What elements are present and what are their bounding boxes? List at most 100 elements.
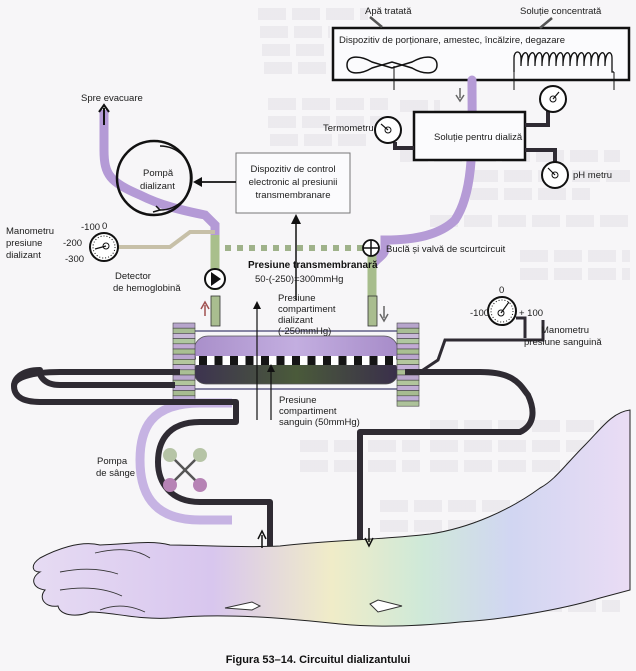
dialysate-pump-label-1: Pompă xyxy=(143,168,174,179)
header-stripe xyxy=(396,338,420,345)
membrane-pore xyxy=(323,356,331,365)
venous-blood-line xyxy=(357,369,536,607)
blood-pressure-label-3: sanguin (50mmHg) xyxy=(279,417,360,428)
dialyzer-right-header xyxy=(396,322,420,407)
header-stripe xyxy=(172,379,196,386)
header-stripe xyxy=(396,385,420,391)
pump-roller xyxy=(163,448,177,462)
sensor-to-control-arrow-icon xyxy=(291,214,301,224)
dialysate-manometer-label-3: dializant xyxy=(6,250,41,261)
header-stripe xyxy=(172,338,196,345)
to-drain-label: Spre evacuare xyxy=(81,93,143,104)
header-stripe xyxy=(172,333,196,339)
dialysate-pump-icon xyxy=(115,139,193,217)
membrane-pore xyxy=(354,356,362,365)
control-device-label-2: electronic al presiunii xyxy=(249,177,338,188)
header-stripe xyxy=(172,374,196,381)
bypass-valve-label: Buclă și valvă de scurtcircuit xyxy=(386,244,506,255)
membrane-pore xyxy=(307,356,316,365)
mixing-device-label: Dispozitiv de porționare, amestec, încăl… xyxy=(339,35,565,46)
control-device-label-1: Dispozitiv de control xyxy=(250,164,335,175)
blood-pump-housing xyxy=(135,398,232,525)
membrane-pore xyxy=(276,356,285,365)
dialysate-manometer-label-1: Manometru xyxy=(6,226,54,237)
membrane-pore xyxy=(214,356,223,365)
treated-water-label: Apă tratată xyxy=(365,6,412,17)
hemoglobin-detector: Detector de hemoglobină xyxy=(113,268,226,294)
hemoglobin-detector-label-1: Detector xyxy=(115,271,151,282)
hand-fingers xyxy=(59,549,151,613)
dialysate-manometer-label-2: presiune xyxy=(6,238,42,249)
membrane-pore xyxy=(230,356,238,365)
blood-gauge-tick-neg100: -100 xyxy=(470,308,489,319)
dialysate-gauge-tick-neg300: -300 xyxy=(65,254,84,265)
dialysate-pump-label-2: dializant xyxy=(140,181,175,192)
header-stripe xyxy=(172,385,196,391)
membrane-pore xyxy=(245,356,254,365)
mixing-device: Dispozitiv de porționare, amestec, încăl… xyxy=(331,26,631,90)
blood-pump-label-2: de sânge xyxy=(96,468,135,479)
control-to-pump-arrow-icon xyxy=(193,177,202,187)
arm-outline xyxy=(32,409,631,627)
blood-manometer: 0 -100 + 100 Manometru presiune sanguină xyxy=(470,285,602,348)
membrane-pore xyxy=(385,356,393,365)
header-stripe xyxy=(396,348,420,355)
blood-pump: Pompa de sânge xyxy=(96,448,207,492)
heater-coil-icon xyxy=(513,51,614,73)
dialysis-solution-unit: Soluție pentru dializă Termometru pH met… xyxy=(323,85,612,189)
blood-pressure-label-1: Presiune xyxy=(279,395,317,406)
membrane-pore xyxy=(199,356,207,365)
header-stripe xyxy=(172,353,196,360)
venous-flow-arrow-icon xyxy=(364,528,374,548)
header-stripe xyxy=(396,395,420,402)
ph-meter-label: pH metru xyxy=(573,170,612,181)
flow-down-arrow-icon xyxy=(455,88,465,103)
header-stripe xyxy=(396,359,420,365)
header-stripe xyxy=(172,348,196,355)
blood-pressure-label-2: compartiment xyxy=(279,406,337,417)
dialysate-manometer: -100 0 -200 -300 Manometru presiune dial… xyxy=(6,221,215,265)
pressure-control-device: Dispozitiv de control electronic al pres… xyxy=(193,152,351,300)
hemoglobin-detector-label-2: de hemoglobină xyxy=(113,283,181,294)
mixing-device-box xyxy=(331,26,631,82)
membrane-pore xyxy=(261,356,269,365)
thermometer-label: Termometru xyxy=(323,123,374,134)
dialysate-gauge-tick-0: 0 xyxy=(102,221,107,232)
figure-caption: Figura 53–14. Circuitul dializantului xyxy=(226,654,411,666)
patient-arm xyxy=(32,409,631,627)
dialysate-pressure-label-2: compartiment xyxy=(278,304,336,315)
dialysate-in-arrow-icon xyxy=(379,306,389,323)
arterial-needle-icon xyxy=(224,601,262,611)
header-stripe xyxy=(396,379,420,386)
header-stripe xyxy=(396,333,420,339)
membrane-pore xyxy=(338,356,347,365)
blood-manometer-label-2: presiune sanguină xyxy=(524,337,602,348)
dialysate-pressure-label-3: dializant xyxy=(278,315,313,326)
header-stripe xyxy=(396,327,420,334)
dialysate-pressure-label-4: (-250mmHg) xyxy=(278,326,331,337)
arterial-flow-arrow-icon xyxy=(257,529,267,548)
control-device-box xyxy=(235,152,351,214)
dialysate-gauge-tick-neg200: -200 xyxy=(63,238,82,249)
dialysate-gauge-tick-neg100: -100 xyxy=(81,222,100,233)
header-stripe xyxy=(396,390,420,397)
header-stripe xyxy=(172,359,196,365)
membrane-pore xyxy=(292,356,300,365)
pump-roller xyxy=(193,478,207,492)
blood-manometer-label-1: Manometru xyxy=(541,325,589,336)
treated-water-arrow-icon xyxy=(369,16,383,28)
concentrate-arrow-icon xyxy=(539,17,553,29)
dialysate-pressure-label-1: Presiune xyxy=(278,293,316,304)
dialyzer-left-header xyxy=(172,322,196,407)
header-stripe xyxy=(396,374,420,381)
header-stripe xyxy=(172,390,196,397)
dialyzer-membrane xyxy=(196,356,396,365)
blood-manometer-line xyxy=(419,320,545,374)
header-stripe xyxy=(396,400,420,407)
pump-roller xyxy=(163,478,177,492)
header-stripe xyxy=(396,343,420,350)
dialysis-solution-box xyxy=(412,110,527,162)
header-stripe xyxy=(396,322,420,329)
blood-gauge-tick-pos100: + 100 xyxy=(519,308,543,319)
